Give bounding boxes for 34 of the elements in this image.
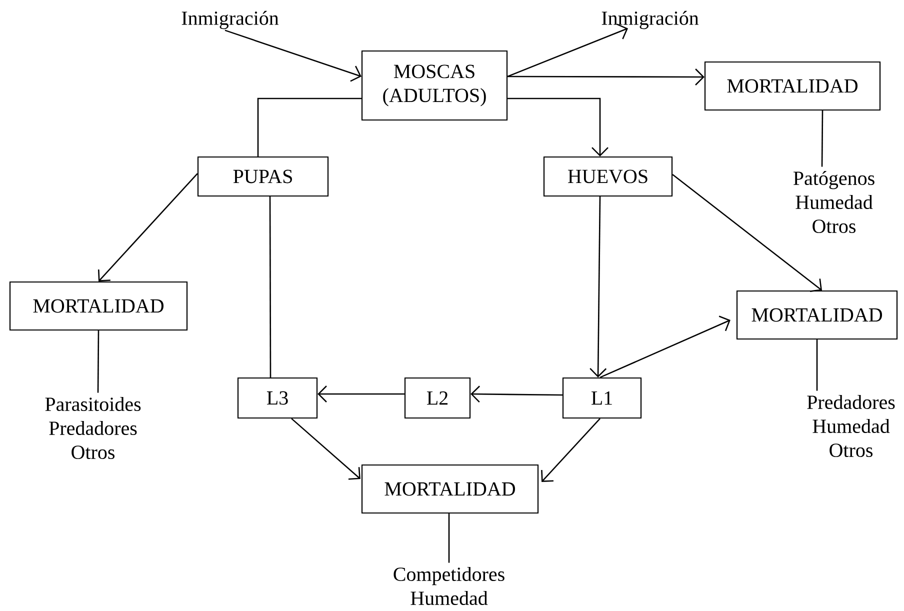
mortality-box: MORTALIDAD (9, 281, 188, 331)
arrow (541, 418, 600, 482)
arrow (507, 24, 628, 78)
connector-line (97, 330, 100, 393)
connector-line (269, 196, 272, 378)
arrow (291, 418, 360, 480)
connector-line (448, 514, 450, 563)
factor-list: Competidores Humedad (394, 566, 504, 606)
mortality-box: MORTALIDAD (361, 464, 539, 514)
stage-box: L1 (562, 377, 642, 419)
arrow (318, 386, 404, 402)
connector-line (816, 340, 818, 391)
factor-list: Predadores Humedad Otros (807, 394, 895, 458)
source-label: Inmigración (602, 10, 699, 30)
arrow (508, 98, 608, 156)
stage-box: L3 (237, 377, 318, 419)
source-label: Inmigración (182, 10, 279, 30)
arrow (470, 386, 562, 403)
stage-box: PUPAS (197, 156, 329, 197)
factor-list: Patógenos Humedad Otros (793, 170, 874, 234)
factor-list: Parasitoides Predadores Otros (45, 396, 141, 460)
stage-box: HUEVOS (543, 156, 673, 197)
arrow (224, 30, 362, 82)
mortality-box: MORTALIDAD (736, 290, 898, 340)
stage-box: L2 (404, 377, 471, 419)
arrow (590, 196, 607, 378)
stage-box: MOSCAS (ADULTOS) (361, 50, 508, 121)
connector-line (257, 98, 362, 156)
mortality-box: MORTALIDAD (704, 61, 881, 111)
arrow (98, 173, 198, 282)
arrow (508, 68, 704, 86)
arrow (672, 174, 822, 292)
connector-line (821, 110, 824, 167)
arrow (600, 316, 730, 378)
